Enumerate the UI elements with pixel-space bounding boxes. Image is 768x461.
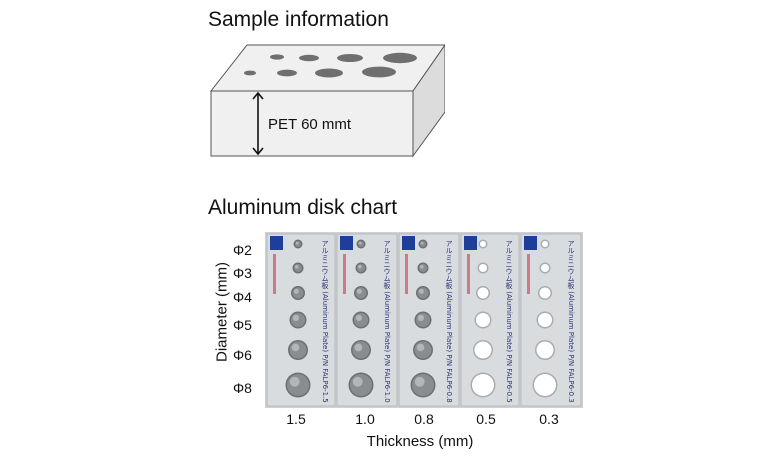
plate-disk-highlight [420,241,424,245]
plate-red-marking [467,254,470,294]
plate-hole [472,374,494,396]
plate-hole [477,287,489,299]
plate-logo [402,236,415,250]
plate-red-marking [405,254,408,294]
plate-hole [536,341,554,359]
sample-hole [383,52,417,64]
sample-holes [244,52,417,78]
plate-logo [270,236,283,250]
plate-disk-highlight [420,265,424,269]
plate-disk-highlight [355,314,363,322]
diameter-label: Φ5 [233,317,252,333]
plate-disk-highlight [356,288,362,294]
plate-red-marking [527,254,530,294]
plate-hole [542,241,548,247]
plate-printed-text: アルミニウム板 (Aluminum Plate) P/N FALP6-1.5 [321,240,329,403]
plate-red-marking [273,254,276,294]
diameter-label: Φ8 [233,380,252,396]
plate-logo [524,236,537,250]
block-front-face [210,90,414,157]
plate-printed-text: アルミニウム板 (Aluminum Plate) P/N FALP6-0.5 [505,240,513,403]
plate-disk-highlight [292,314,300,322]
plate-disk-highlight [293,288,299,294]
plate-disk-highlight [295,265,299,269]
plate-hole [474,341,492,359]
sample-hole [299,54,319,62]
plate-disk-highlight [289,376,300,387]
plate-disk-highlight [295,241,299,245]
diameter-label: Φ6 [233,347,252,363]
plate-disk-highlight [352,376,363,387]
aluminum-plates-photo: アルミニウム板 (Aluminum Plate) P/N FALP6-1.5 アル… [265,232,583,408]
plate-printed-text: アルミニウム板 (Aluminum Plate) P/N FALP6-0.8 [445,240,453,403]
thickness-tick-label: 0.8 [414,411,434,427]
plate-hole [538,313,552,327]
plate-logo [464,236,477,250]
thickness-tick-label: 0.3 [539,411,559,427]
plate-hole [541,264,549,272]
plate-disk-highlight [358,241,362,245]
y-axis-label: Diameter (mm) [213,262,231,362]
plate-hole [539,287,551,299]
thickness-tick-label: 1.5 [286,411,306,427]
sample-hole [244,70,256,76]
plate-disk-highlight [416,343,425,352]
plate-logo [340,236,353,250]
plate-disk-highlight [414,376,425,387]
x-axis-label: Thickness (mm) [366,433,474,450]
sample-hole [270,54,284,60]
plate-disk-highlight [417,314,425,322]
plate-hole [534,374,556,396]
plate-red-marking [343,254,346,294]
thickness-label: PET 60 mmt [268,116,352,133]
plate-disk-highlight [358,265,362,269]
plate-disk-highlight [354,343,363,352]
block-top-face [209,44,445,92]
diameter-label: Φ2 [233,242,252,258]
plate-printed-text: アルミニウム板 (Aluminum Plate) P/N FALP6-0.3 [567,240,575,403]
diameter-label: Φ4 [233,289,252,305]
thickness-tick-label: 1.0 [355,411,375,427]
thickness-tick-label: 0.5 [476,411,496,427]
plate-printed-text: アルミニウム板 (Aluminum Plate) P/N FALP6-1.0 [383,240,391,403]
sample-hole [315,68,343,78]
sample-block-diagram [209,44,445,158]
sample-info-title: Sample information [208,8,389,31]
diameter-label: Φ3 [233,265,252,281]
sample-hole [362,66,396,78]
chart-title: Aluminum disk chart [208,196,398,219]
plate-hole [476,313,490,327]
plate-disk-highlight [418,288,424,294]
plate-disk-highlight [291,343,300,352]
plate-hole [480,241,486,247]
plate-hole [479,264,487,272]
sample-hole [337,54,363,62]
sample-hole [277,69,297,77]
